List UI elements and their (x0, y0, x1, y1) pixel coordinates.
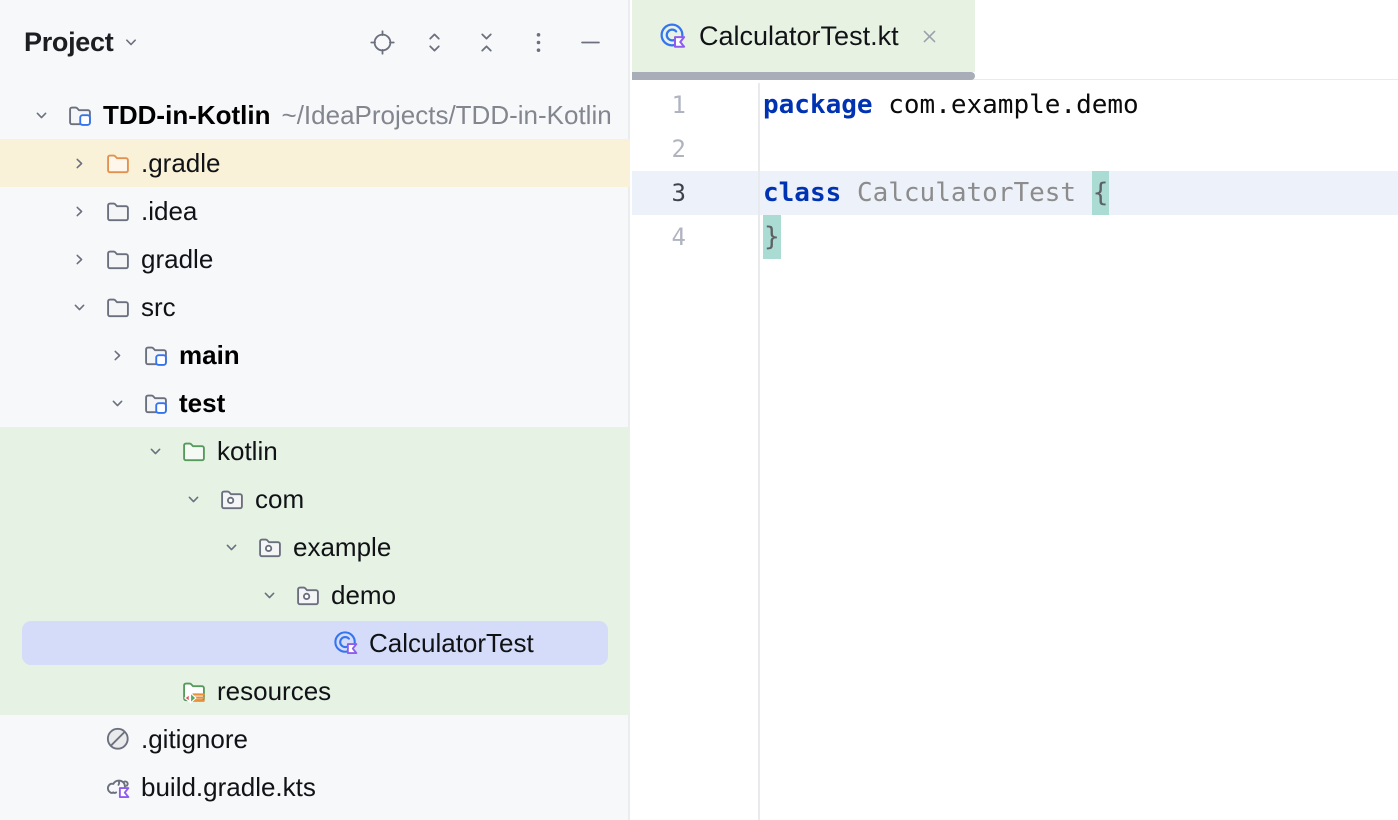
hide-icon (577, 29, 604, 56)
chevron-down-icon[interactable] (219, 535, 243, 559)
tree-item-label: gradle (141, 243, 214, 274)
tree-item-label: TDD-in-Kotlin (103, 99, 271, 130)
project-path-hint: ~/IdeaProjects/TDD-in-Kotlin (281, 99, 612, 130)
line-number: 2 (671, 135, 686, 163)
panel-resize-divider[interactable] (629, 0, 634, 820)
tree-item-calculatortest[interactable]: CalculatorTest (0, 619, 630, 667)
tree-item-idea[interactable]: .idea (0, 187, 630, 235)
kotlin-test-class-icon (658, 21, 688, 51)
tree-item-label: test (179, 387, 226, 418)
chevron-down-icon[interactable] (29, 103, 53, 127)
project-tree: TDD-in-Kotlin ~/IdeaProjects/TDD-in-Kotli… (0, 91, 630, 811)
tree-item-build-gradle-kts[interactable]: build.gradle.kts (0, 763, 630, 811)
close-tab-button[interactable] (915, 21, 945, 51)
editor-tab-bar: CalculatorTest.kt (632, 0, 1398, 80)
line-number: 3 (671, 179, 686, 207)
line-number: 1 (671, 91, 686, 119)
tree-item-com[interactable]: com (0, 475, 630, 523)
tree-item-resources[interactable]: resources (0, 667, 630, 715)
tree-item-gradle[interactable]: gradle (0, 235, 630, 283)
module-folder-icon (142, 389, 170, 417)
tree-item-label: demo (331, 579, 397, 610)
chevron-down-icon[interactable] (67, 295, 91, 319)
module-folder-icon (142, 341, 170, 369)
tree-item-label: .gitignore (141, 723, 248, 754)
chevron-right-icon[interactable] (105, 343, 129, 367)
tab-calculatortest-kt[interactable]: CalculatorTest.kt (632, 0, 975, 72)
collapse-all-icon (473, 29, 500, 56)
package-icon (294, 581, 322, 609)
expand-all-icon (421, 29, 448, 56)
tree-item-label: kotlin (217, 435, 278, 466)
tree-item-label: main (179, 339, 240, 370)
tree-item-label: src (141, 291, 176, 322)
kotlin-test-class-icon (332, 629, 360, 657)
gradle-kotlin-script-icon (104, 773, 132, 801)
project-view-selector[interactable]: Project (24, 27, 141, 58)
code-editor[interactable]: 1 2 3 4 package com.example.demo class Calcu… (632, 80, 1398, 820)
more-options-button[interactable] (518, 22, 558, 62)
tree-item-example[interactable]: example (0, 523, 630, 571)
hide-panel-button[interactable] (570, 22, 610, 62)
tree-item-demo[interactable]: demo (0, 571, 630, 619)
chevron-right-icon[interactable] (67, 151, 91, 175)
package-icon (218, 485, 246, 513)
test-resources-folder-icon (180, 677, 208, 705)
chevron-right-icon[interactable] (67, 247, 91, 271)
tree-item-label: CalculatorTest (369, 627, 534, 658)
code-line: } (762, 215, 1398, 259)
chevron-down-icon (121, 32, 141, 52)
folder-icon (104, 245, 132, 273)
tree-item-gitignore[interactable]: .gitignore (0, 715, 630, 763)
selection-highlight (22, 621, 608, 665)
tree-item-label: com (255, 483, 305, 514)
package-icon (256, 533, 284, 561)
more-vertical-icon (525, 29, 552, 56)
project-folder-icon (66, 101, 94, 129)
expand-all-button[interactable] (414, 22, 454, 62)
tree-item-main[interactable]: main (0, 331, 630, 379)
folder-orange-icon (104, 149, 132, 177)
tree-item-tdd-in-kotlin[interactable]: TDD-in-Kotlin ~/IdeaProjects/TDD-in-Kotli… (0, 91, 630, 139)
locate-opened-file-button[interactable] (362, 22, 402, 62)
project-tool-window: Project TDD-in-Kotlin ~/IdeaProjects/TDD-… (0, 0, 630, 820)
folder-icon (104, 197, 132, 225)
tab-label: CalculatorTest.kt (699, 20, 899, 51)
chevron-down-icon[interactable] (143, 439, 167, 463)
ignored-file-icon (104, 725, 132, 753)
code-line: class CalculatorTest { (762, 171, 1398, 215)
test-root-folder-icon (180, 437, 208, 465)
tree-item-label: resources (217, 675, 332, 706)
chevron-down-icon[interactable] (257, 583, 281, 607)
line-number: 4 (671, 223, 686, 251)
tree-item-test[interactable]: test (0, 379, 630, 427)
tree-item-gradle[interactable]: .gradle (0, 139, 630, 187)
tab-underline (632, 72, 975, 80)
tree-item-label: build.gradle.kts (141, 771, 316, 802)
code-text: package com.example.demo class Calculator… (762, 83, 1398, 259)
tree-item-src[interactable]: src (0, 283, 630, 331)
panel-title: Project (24, 26, 114, 57)
chevron-right-icon[interactable] (67, 199, 91, 223)
chevron-down-icon[interactable] (105, 391, 129, 415)
collapse-all-button[interactable] (466, 22, 506, 62)
code-line (762, 127, 1398, 171)
chevron-down-icon[interactable] (181, 487, 205, 511)
tree-item-label: example (293, 531, 392, 562)
code-line: package com.example.demo (763, 90, 1139, 120)
tree-item-label: .gradle (141, 147, 221, 178)
locate-icon (369, 29, 396, 56)
project-panel-header: Project (0, 0, 628, 84)
editor-gutter: 1 2 3 4 (632, 83, 760, 820)
folder-icon (104, 293, 132, 321)
tree-item-label: .idea (141, 195, 198, 226)
tree-item-kotlin[interactable]: kotlin (0, 427, 630, 475)
editor-area: CalculatorTest.kt 1 2 3 4 package com.examp… (632, 0, 1398, 820)
